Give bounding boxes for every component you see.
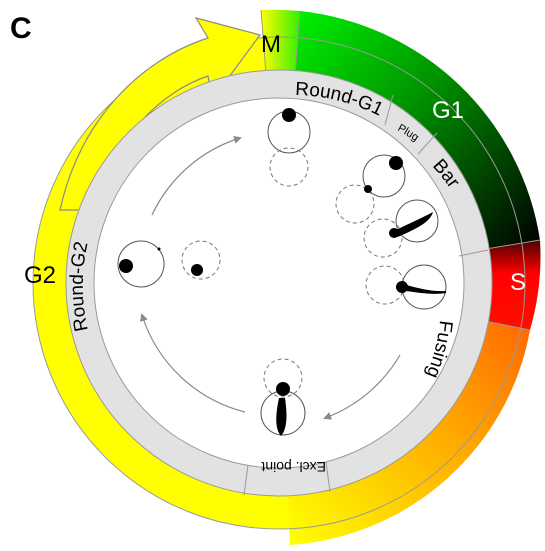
cell-round-g2 bbox=[117, 240, 221, 288]
s-top-divider bbox=[479, 239, 541, 251]
inner-arrow-top bbox=[151, 135, 242, 216]
inner-arrow-right bbox=[323, 354, 401, 420]
cell-plug bbox=[335, 154, 406, 224]
panel-letter: C bbox=[10, 12, 32, 45]
divider-excl-left bbox=[243, 464, 249, 496]
label-g2: G2 bbox=[24, 262, 56, 289]
cell-fusing bbox=[365, 264, 447, 310]
divider-round-plug bbox=[384, 94, 394, 126]
label-excl-point: Excl. point bbox=[261, 459, 326, 475]
outer-ring-outline bbox=[32, 36, 526, 530]
label-g1: G1 bbox=[432, 97, 464, 124]
label-s: S bbox=[510, 269, 526, 296]
svg-text:Excl. point: Excl. point bbox=[261, 459, 326, 475]
inner-arrow-left bbox=[139, 313, 246, 413]
cell-round-g1 bbox=[267, 108, 311, 187]
divider-excl-right bbox=[325, 461, 331, 493]
divider-bar-fusing bbox=[458, 249, 489, 257]
divider-plug-bar bbox=[417, 132, 438, 155]
label-m: M bbox=[261, 31, 281, 58]
cell-bar bbox=[363, 199, 439, 258]
cell-excl-point bbox=[260, 358, 306, 436]
